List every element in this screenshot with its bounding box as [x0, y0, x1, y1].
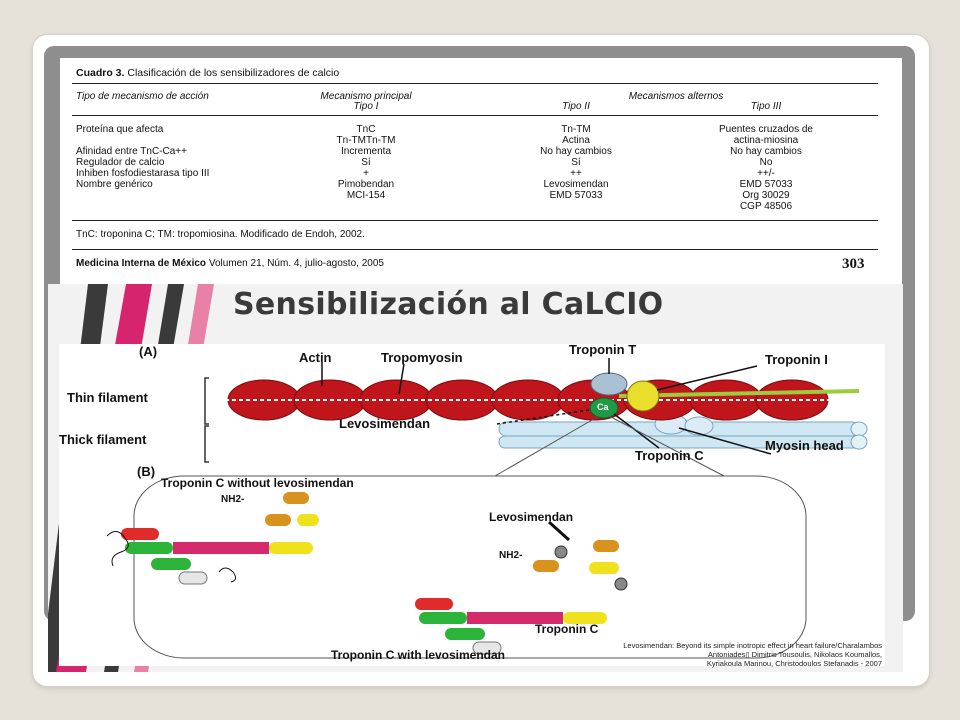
table-cell: Nombre genérico	[76, 179, 153, 190]
table-cell: Sí	[361, 157, 371, 168]
myosin-head-label: Myosin head	[765, 438, 844, 453]
top-rule	[72, 83, 878, 84]
header-rule	[72, 115, 878, 116]
troponin-c-blob	[589, 397, 619, 419]
slide-lower: Sensibilización al CaLCIO	[48, 284, 903, 672]
tropomyosin-label: Tropomyosin	[381, 350, 463, 365]
table-cell: Sí	[571, 157, 581, 168]
troponin-c-structure-right	[415, 520, 628, 655]
troponin-t-label: Troponin T	[569, 342, 637, 357]
header-tipo2: Tipo II	[562, 101, 590, 112]
troponin-i-blob	[626, 380, 660, 412]
journal-rule	[72, 249, 878, 250]
label-arrows	[321, 358, 772, 455]
calcium-label: Ca	[597, 402, 609, 412]
nh2-label-left: NH2-	[221, 494, 245, 505]
table-cell: Regulador de calcio	[76, 157, 165, 168]
table-cell: Tn-TMTn-TM	[336, 135, 396, 146]
myosin-filament	[498, 413, 868, 450]
thick-filament-label: Thick filament	[59, 432, 147, 447]
header-alternos: Mecanismos alternos	[628, 91, 724, 102]
panel-b-label: (B)	[137, 464, 156, 479]
table-cell: Tn-TM	[561, 124, 591, 135]
table-cell: EMD 57033	[549, 190, 603, 201]
zoom-guides	[133, 415, 807, 659]
thin-bracket	[204, 377, 209, 425]
table-cell: MCI-154	[346, 190, 386, 201]
troponin-c-structure-left	[106, 492, 319, 585]
slide-title: Sensibilización al CaLCIO	[233, 287, 664, 322]
troponin-c-b-label: Troponin C	[535, 622, 599, 636]
table-caption: Cuadro 3. Clasificación de los sensibili…	[76, 67, 340, 79]
table-cell: EMD 57033	[739, 179, 793, 190]
levosimendan-label: Levosimendan	[339, 416, 431, 431]
table-cell: Org 30029	[742, 190, 790, 201]
panel-a-label: (A)	[139, 344, 158, 359]
with-levosimendan-label: Troponin C with levosimendan	[331, 648, 506, 662]
table-footnote: TnC: troponina C; TM: tropomiosina. Modi…	[76, 229, 365, 240]
levosimendan-b-label: Levosimendan	[489, 510, 574, 524]
figure-drawing	[106, 358, 868, 659]
table-cell: Puentes cruzados de	[719, 124, 813, 135]
table-document: Cuadro 3. Clasificación de los sensibili…	[60, 58, 902, 284]
table-cell: actina-miosina	[733, 135, 799, 146]
table-cell: No	[759, 157, 773, 168]
troponin-t-blob	[590, 372, 628, 396]
actin-label: Actin	[299, 350, 332, 365]
table-cell: ++/-	[757, 168, 775, 179]
table-cell: Incrementa	[340, 146, 392, 157]
thin-filament-label: Thin filament	[67, 390, 148, 405]
table-cell: No hay cambios	[540, 146, 612, 157]
header-mechanism-type: Tipo de mecanismo de acción	[76, 91, 209, 102]
table-cell: CGP 48506	[739, 201, 793, 212]
troponin-i-label: Troponin I	[765, 352, 828, 367]
header-tipo1: Tipo I	[353, 101, 379, 112]
page-number: 303	[842, 256, 865, 272]
troponin-c-label: Troponin C	[635, 448, 704, 463]
table-cell: Afinidad entre TnC-Ca++	[76, 146, 187, 157]
table-cell: Levosimendan	[543, 179, 609, 190]
table-cell: ++	[570, 168, 582, 179]
nh2-label-right: NH2-	[499, 550, 523, 561]
table-cell: Inhiben fosfodiestarasa tipo III	[76, 168, 210, 179]
bottom-rule	[72, 220, 878, 221]
thick-bracket	[204, 425, 209, 463]
header-tipo3: Tipo III	[750, 101, 782, 112]
without-levosimendan-label: Troponin C without levosimendan	[161, 476, 354, 490]
table-cell: TnC	[356, 124, 376, 135]
table-cell: Pimobendan	[337, 179, 395, 190]
figure-credit: Levosimendan: Beyond its simple inotropi…	[623, 641, 882, 668]
table-cell: Actina	[562, 135, 590, 146]
journal-line: Medicina Interna de México Volumen 21, N…	[76, 258, 384, 269]
table-cell: No hay cambios	[730, 146, 802, 157]
header-principal: Mecanismo principal	[320, 91, 412, 102]
table-cell: +	[363, 168, 369, 179]
figure-panel: (A) Actin Tropomyosin Troponin T Troponi…	[59, 342, 885, 668]
table-cell: Proteína que afecta	[76, 124, 164, 135]
